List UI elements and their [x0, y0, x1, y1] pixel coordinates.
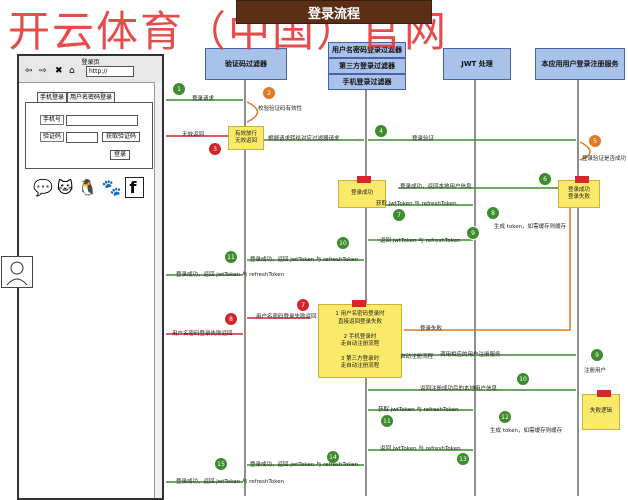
user-avatar-icon: [1, 256, 33, 288]
label-register-user: 注册用户: [584, 368, 607, 374]
label-step-2: 校验验证码有效性: [258, 106, 303, 112]
lane-validate-filter: 验证码过滤器: [205, 48, 287, 80]
label-gen-token2: 生成 token，如需缓存则缓存: [490, 428, 563, 434]
step-fail-7: 7: [296, 298, 310, 312]
step-9: 9: [466, 226, 480, 240]
step-success-4: 15: [214, 457, 228, 471]
note-pin: [351, 300, 366, 307]
note-pin: [357, 176, 372, 183]
label-fail-2: 用户名密码登录失败返回: [172, 331, 233, 337]
step-2: 2: [262, 86, 276, 100]
code-input[interactable]: [66, 132, 98, 143]
browser-title: 登录页: [81, 59, 100, 66]
label-login-fail: 登录失败: [420, 326, 443, 332]
label-call-register: 调用相应的用户注册服务: [440, 352, 501, 358]
validate-note: 有效放行 无效返回: [228, 126, 264, 150]
label-step-12: 登录成功，返回 jwtToken 与 refreshToken: [176, 272, 285, 278]
qq-icon[interactable]: 🐧: [77, 178, 102, 197]
note-pin: [575, 176, 589, 183]
browser-toolbar: 登录页 ⇦ ⇨ ✖ ⌂ http://: [19, 56, 162, 83]
step-4: 4: [374, 124, 388, 138]
fail-logic-note: 失败逻辑: [582, 390, 620, 430]
label-step-4: 根据请求转给对应过滤器请求: [268, 136, 340, 142]
service-result-note: 登录成功 登录失败: [558, 176, 600, 208]
address-bar[interactable]: http://: [86, 66, 134, 77]
label-return-register: 返回注册成功后的本地用户信息: [420, 386, 498, 392]
step-get-token2: 11: [380, 414, 394, 428]
step-fail-8: 8: [224, 312, 238, 326]
step-return-register: 10: [516, 372, 530, 386]
label-get-token2: 获取 jwtToken 与 refreshToken: [378, 407, 459, 413]
lane-login-filter-3: 手机登录过滤器: [328, 74, 406, 90]
step-3: 3: [208, 142, 222, 156]
back-icon[interactable]: ⇦: [25, 66, 33, 76]
label-step-8: 生成 token，如需缓存则缓存: [494, 224, 567, 230]
auto-register-text: 1 用户名密码登录时 直接返回登录失败 2 手机登录时 走自动注册流程 3 第三…: [335, 311, 385, 370]
get-code-button[interactable]: 获取验证码: [102, 132, 141, 142]
arrow-verify-result: [579, 141, 591, 161]
label-step-6: 登录成功，返回本地用户信息: [400, 184, 472, 190]
lane-register-service: 本应用用户登录注册服务: [535, 48, 625, 80]
label-step-3: 无效返回: [182, 132, 205, 138]
phone-input[interactable]: [66, 115, 138, 126]
label-step-5: 登录验证: [412, 136, 435, 142]
lane-jwt: JWT 处理: [443, 48, 511, 80]
lane-login-filter-1: 用户名密码登录过滤器: [328, 42, 406, 58]
baidu-icon[interactable]: 🐾: [101, 178, 126, 197]
step-gen-token2: 12: [498, 410, 512, 424]
facebook-icon[interactable]: f: [125, 177, 145, 198]
home-icon[interactable]: ⌂: [69, 66, 75, 76]
social-login-icons: 💬🐱🐧🐾f: [33, 177, 145, 198]
code-label: 验证码: [40, 132, 65, 142]
login-form-panel: 手机号 验证码 获取验证码 登录: [25, 102, 153, 169]
browser-window: 登录页 ⇦ ⇨ ✖ ⌂ http:// 手机登录 用户名密码登录 手机号 验证码…: [17, 54, 164, 500]
step-8: 8: [486, 206, 500, 220]
login-success-note: 登录成功: [338, 176, 386, 208]
fail-logic-text: 失败逻辑: [589, 408, 612, 415]
note-pin: [597, 390, 612, 397]
label-success-3: 登录成功，返回 jwtToken 与 refreshToken: [250, 462, 359, 468]
login-success-text: 登录成功: [350, 190, 373, 197]
browser-scrollbar[interactable]: [154, 82, 162, 498]
step-6: 6: [538, 172, 552, 186]
step-5: 5: [588, 134, 602, 148]
label-success-4: 登录成功，返回 jwtToken 与 refreshToken: [176, 479, 285, 485]
label-return-token2: 返回 jwtToken 与 refreshToken: [380, 446, 461, 452]
wechat-icon[interactable]: 💬: [33, 178, 57, 197]
step-11: 11: [224, 250, 238, 264]
github-icon[interactable]: 🐱: [56, 178, 78, 197]
label-fail-1: 用户名密码登录失败返回: [256, 314, 317, 320]
label-verify-success: 登录验证是否成功: [582, 156, 627, 162]
service-result-text: 登录成功 登录失败: [567, 186, 590, 200]
label-auto-flow: 自动注册流程: [400, 354, 434, 360]
label-step-7: 获取 jwtToken 与 refreshToken: [376, 201, 457, 207]
step-1: 1: [172, 82, 186, 96]
step-7: 7: [392, 208, 406, 222]
step-return-token2: 13: [456, 452, 470, 466]
step-register: 9: [590, 348, 604, 362]
forward-icon[interactable]: ⇨: [39, 66, 47, 76]
arrow-login-fail: [404, 205, 571, 331]
login-button[interactable]: 登录: [110, 150, 131, 160]
arrow-check-code: [246, 101, 259, 123]
phone-label: 手机号: [40, 115, 65, 125]
step-success-3: 14: [326, 450, 340, 464]
label-step-1: 登录请求: [192, 96, 215, 102]
label-step-11: 登录成功，返回 jwtToken 与 refreshToken: [250, 257, 359, 263]
close-icon[interactable]: ✖: [55, 66, 63, 76]
lane-login-filter-2: 第三方登录过滤器: [328, 58, 406, 74]
label-step-10: 返回 jwtToken 与 refreshToken: [380, 238, 461, 244]
step-10: 10: [336, 236, 350, 250]
auto-register-note: 1 用户名密码登录时 直接返回登录失败 2 手机登录时 走自动注册流程 3 第三…: [318, 300, 402, 378]
diagram-title: 登录流程: [236, 0, 432, 24]
